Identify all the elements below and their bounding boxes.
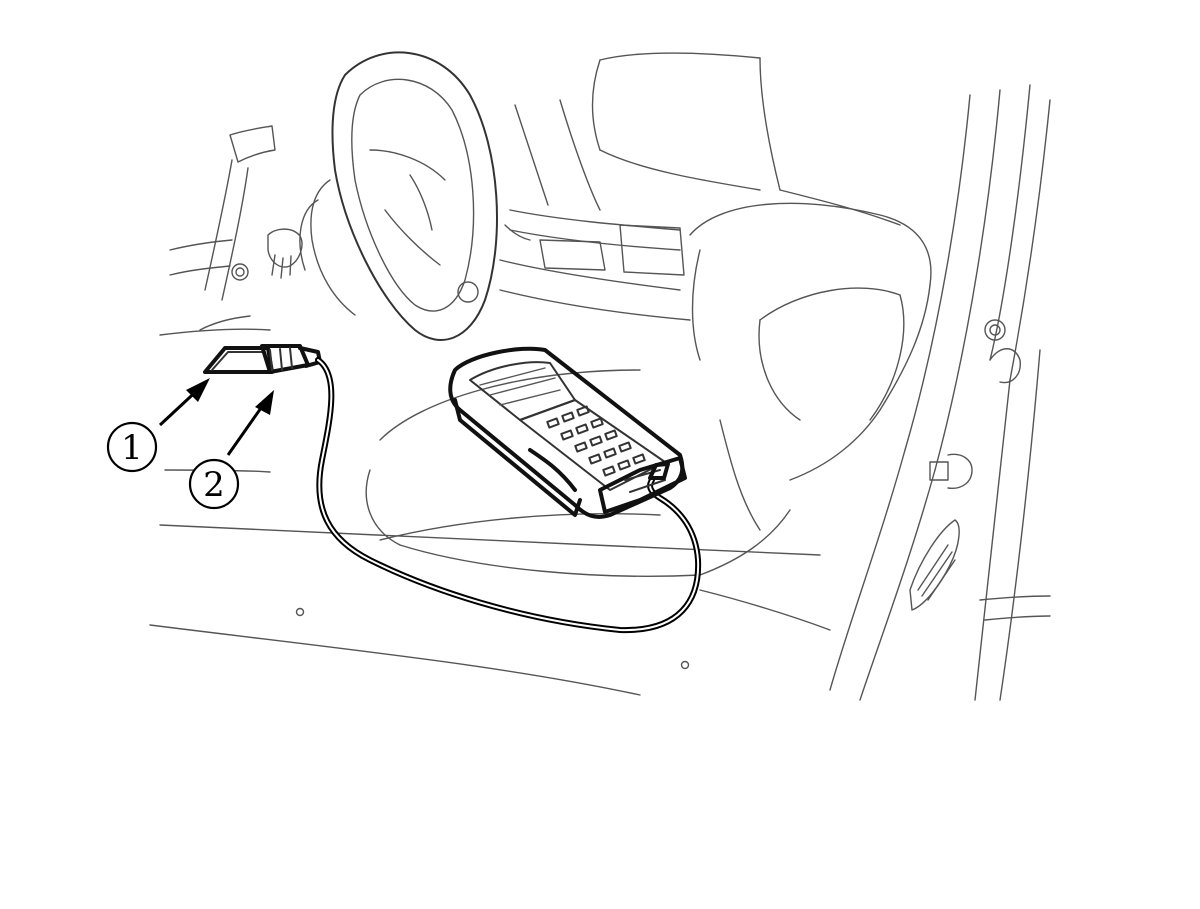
scan-tool-device	[448, 346, 687, 519]
scan-tool-keypad	[546, 405, 646, 477]
callout-1: 1	[106, 421, 158, 473]
callout-2-label: 2	[203, 465, 225, 505]
dashboard-console	[499, 52, 901, 321]
callout-1-label: 1	[121, 428, 143, 468]
driver-seat	[365, 202, 932, 577]
dlc-connector	[203, 344, 322, 374]
steering-wheel	[299, 51, 498, 341]
callout-2: 2	[188, 458, 240, 510]
scan-tool-cable	[315, 357, 702, 634]
left-pillar	[159, 125, 303, 336]
callout-arrows	[158, 378, 274, 456]
floor-sill	[149, 469, 831, 696]
door-frame	[829, 84, 1051, 701]
